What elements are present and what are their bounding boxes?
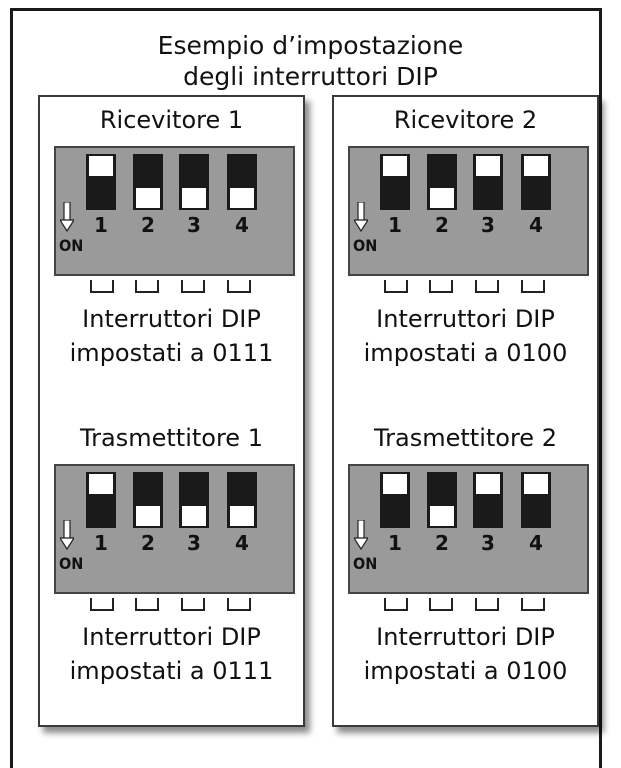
switch-number: 3 [187, 531, 201, 555]
switch-knob [182, 188, 206, 208]
pin [475, 280, 499, 293]
dip-switch-4[interactable] [521, 472, 551, 528]
dip-switch-3[interactable] [473, 154, 503, 210]
pin [135, 598, 159, 611]
switch-knob [136, 506, 160, 526]
dip-switch-3[interactable] [179, 154, 209, 210]
unit-heading: Ricevitore 2 [393, 106, 538, 134]
switch-knob [524, 156, 548, 176]
switch-number: 4 [235, 213, 249, 237]
pin [384, 280, 408, 293]
dip-switch-2[interactable] [427, 154, 457, 210]
dip-switch-3[interactable] [179, 472, 209, 528]
caption-line2: impostati a 0100 [363, 339, 568, 367]
dip-switch-1[interactable] [380, 154, 410, 210]
dip-switch-1[interactable] [86, 154, 116, 210]
switch-number: 3 [481, 531, 495, 555]
pin [384, 598, 408, 611]
switch-number: 4 [235, 531, 249, 555]
pin [475, 598, 499, 611]
switch-number: 1 [94, 531, 108, 555]
switch-knob [182, 506, 206, 526]
pin [181, 280, 205, 293]
switch-knob [430, 506, 454, 526]
outer-frame [10, 8, 602, 768]
dip-switch-block: 1 2 3 4 ON [348, 464, 589, 594]
caption-line1: Interruttori DIP [82, 623, 261, 651]
dip-switch-1[interactable] [86, 472, 116, 528]
down-arrow-icon [60, 520, 74, 550]
dip-switch-4[interactable] [227, 472, 257, 528]
pin [90, 280, 114, 293]
column-1: Ricevitore 1 1 2 3 4 ON Interruttori DIP impos… [38, 95, 305, 727]
switch-number: 1 [388, 213, 402, 237]
pin [90, 598, 114, 611]
dip-switch-2[interactable] [133, 472, 163, 528]
dip-switch-4[interactable] [521, 154, 551, 210]
switch-number: 1 [94, 213, 108, 237]
pin [135, 280, 159, 293]
caption-line1: Interruttori DIP [82, 305, 261, 333]
switch-number: 4 [529, 531, 543, 555]
dip-switch-block: 1 2 3 4 ON [348, 146, 589, 276]
pin [521, 280, 545, 293]
on-label: ON [59, 554, 84, 573]
switch-number: 2 [435, 531, 449, 555]
dip-switch-3[interactable] [473, 472, 503, 528]
switch-number: 3 [481, 213, 495, 237]
switch-knob [89, 474, 113, 494]
pin [429, 280, 453, 293]
on-label: ON [59, 236, 84, 255]
caption-line1: Interruttori DIP [376, 623, 555, 651]
switch-number: 3 [187, 213, 201, 237]
switch-number: 1 [388, 531, 402, 555]
pin [181, 598, 205, 611]
dip-switch-1[interactable] [380, 472, 410, 528]
down-arrow-icon [354, 520, 368, 550]
unit-heading: Trasmettitore 1 [80, 424, 263, 452]
switch-knob [89, 156, 113, 176]
switch-knob [383, 474, 407, 494]
unit-heading: Ricevitore 1 [99, 106, 244, 134]
pin [429, 598, 453, 611]
pin [227, 280, 251, 293]
down-arrow-icon [354, 202, 368, 232]
dip-switch-2[interactable] [133, 154, 163, 210]
dip-switch-block: 1 2 3 4 ON [54, 464, 295, 594]
switch-number: 2 [435, 213, 449, 237]
switch-knob [230, 188, 254, 208]
switch-knob [383, 156, 407, 176]
pin [521, 598, 545, 611]
switch-number: 4 [529, 213, 543, 237]
on-label: ON [353, 236, 378, 255]
switch-knob [136, 188, 160, 208]
dip-switch-2[interactable] [427, 472, 457, 528]
dip-switch-4[interactable] [227, 154, 257, 210]
diagram-title-line1: Esempio d’impostazione [157, 31, 464, 60]
unit-heading: Trasmettitore 2 [374, 424, 557, 452]
on-label: ON [353, 554, 378, 573]
switch-knob [476, 474, 500, 494]
caption-line2: impostati a 0111 [69, 657, 274, 685]
caption-line1: Interruttori DIP [376, 305, 555, 333]
switch-number: 2 [141, 213, 155, 237]
column-2: Ricevitore 2 1 2 3 4 ON Interruttori DIP impos… [332, 95, 599, 727]
caption-line2: impostati a 0100 [363, 657, 568, 685]
switch-number: 2 [141, 531, 155, 555]
down-arrow-icon [60, 202, 74, 232]
switch-knob [476, 156, 500, 176]
switch-knob [524, 474, 548, 494]
diagram-title-line2: degli interruttori DIP [183, 62, 438, 91]
switch-knob [230, 506, 254, 526]
switch-knob [430, 188, 454, 208]
dip-switch-block: 1 2 3 4 ON [54, 146, 295, 276]
pin [227, 598, 251, 611]
caption-line2: impostati a 0111 [69, 339, 274, 367]
